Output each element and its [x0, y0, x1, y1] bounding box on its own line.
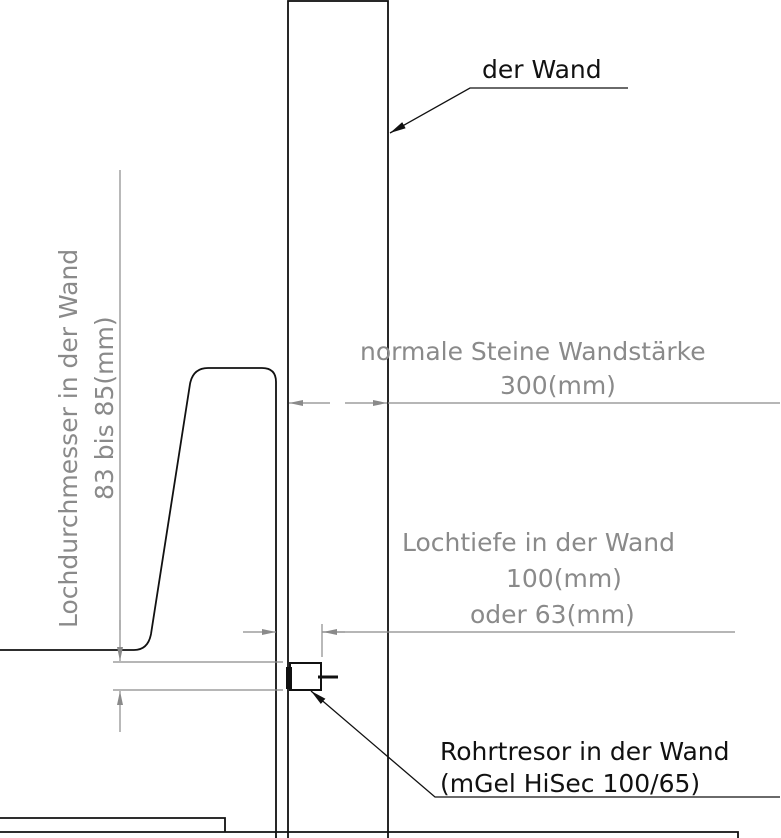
- hole-depth-value1: 100(mm): [506, 564, 622, 593]
- wall: [287, 0, 389, 838]
- wall-label: der Wand: [482, 55, 602, 84]
- floor-lines: [0, 817, 739, 838]
- hole-diameter-value: 83 bis 85(mm): [90, 316, 119, 500]
- hole-depth-value2: oder 63(mm): [470, 600, 635, 629]
- safe-title: Rohrtresor in der Wand: [440, 737, 730, 766]
- pipe-safe: [286, 662, 338, 691]
- wall-thickness-value: 300(mm): [500, 371, 616, 400]
- hole-profile: [0, 367, 277, 838]
- safe-leader: [310, 690, 780, 798]
- wall-thickness-title: normale Steine Wandstärke: [360, 337, 706, 366]
- hole-depth-title: Lochtiefe in der Wand: [402, 528, 675, 557]
- safe-model: (mGel HiSec 100/65): [440, 769, 700, 798]
- hole-diameter-title: Lochdurchmesser in der Wand: [54, 249, 83, 628]
- wall-leader: [389, 87, 628, 134]
